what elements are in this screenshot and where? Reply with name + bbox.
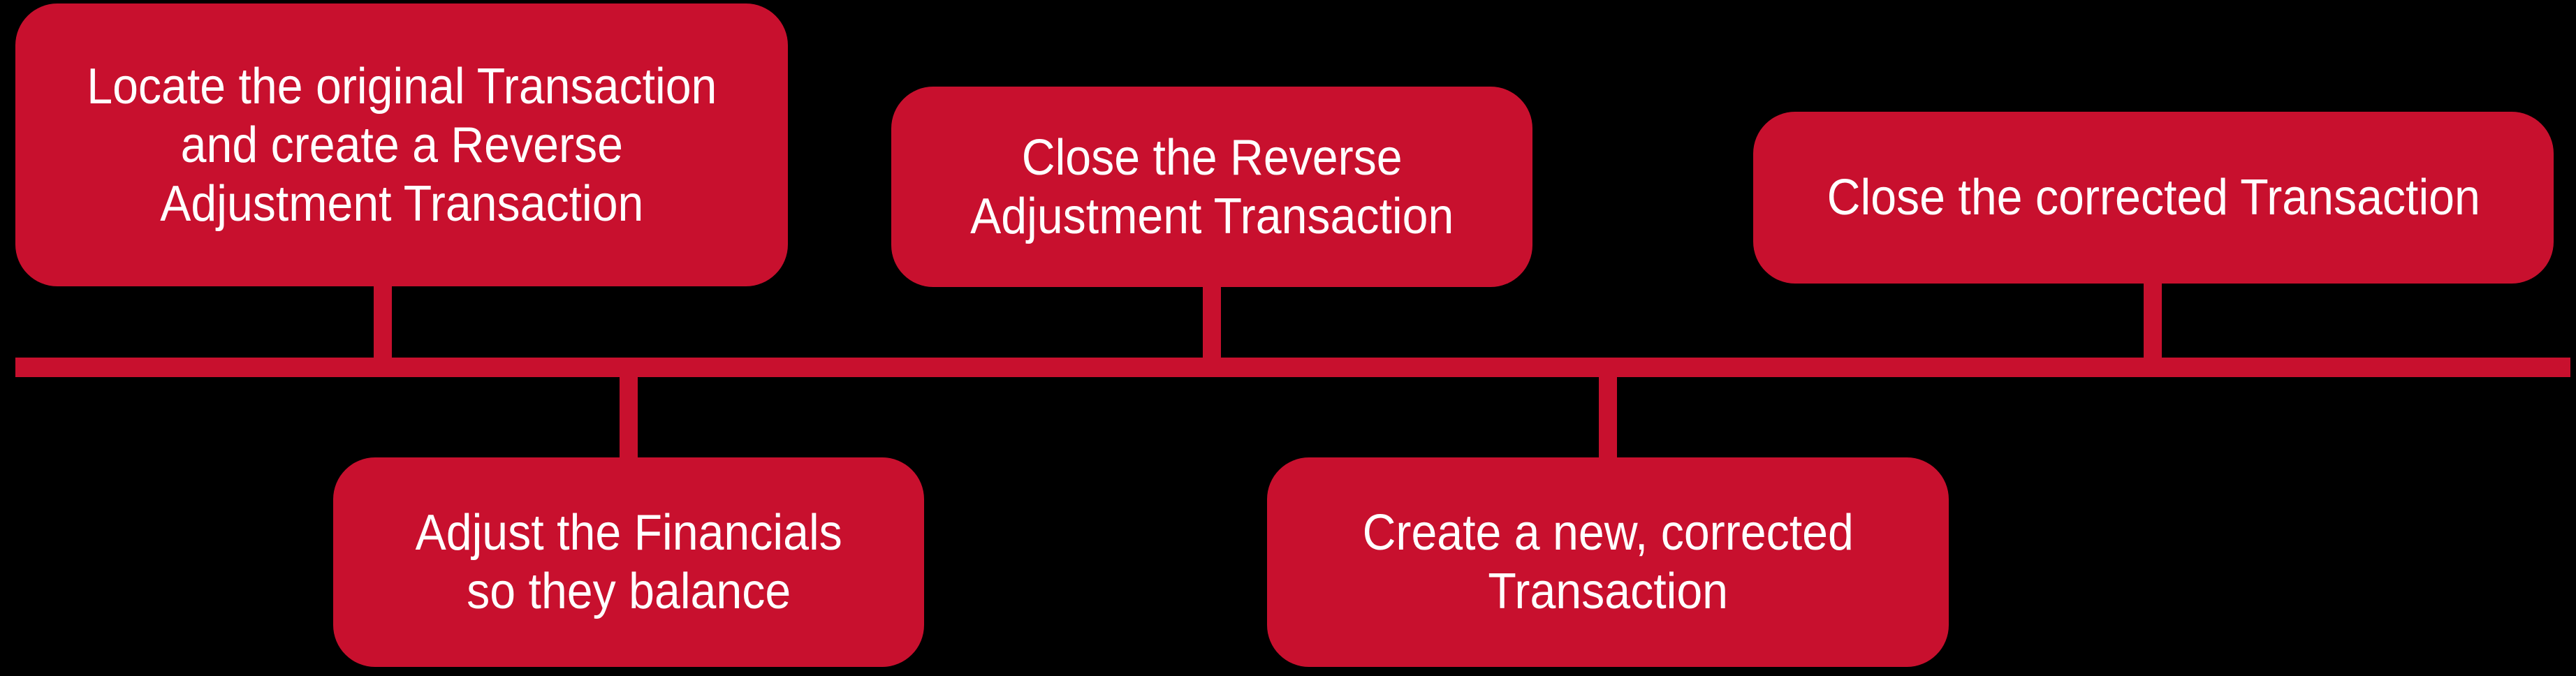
connector-close-corrected <box>2144 271 2162 361</box>
timeline-bar <box>15 358 2570 377</box>
step-box-locate-original: Locate the original Transaction and crea… <box>15 3 788 286</box>
connector-locate-original <box>374 283 392 361</box>
step-box-create-corrected: Create a new, corrected Transaction <box>1267 457 1949 667</box>
step-label-close-corrected: Close the corrected Transaction <box>1827 170 2480 226</box>
connector-close-reverse <box>1203 283 1221 361</box>
step-box-close-corrected: Close the corrected Transaction <box>1753 112 2554 284</box>
connector-create-corrected <box>1599 376 1617 460</box>
step-label-close-reverse: Close the Reverse Adjustment Transaction <box>969 129 1454 244</box>
step-box-close-reverse: Close the Reverse Adjustment Transaction <box>891 87 1532 287</box>
step-box-adjust-financials: Adjust the Financials so they balance <box>333 457 924 667</box>
connector-adjust-financials <box>620 376 638 460</box>
step-label-locate-original: Locate the original Transaction and crea… <box>86 58 717 232</box>
step-label-create-corrected: Create a new, corrected Transaction <box>1362 505 1854 619</box>
step-label-adjust-financials: Adjust the Financials so they balance <box>415 505 842 619</box>
